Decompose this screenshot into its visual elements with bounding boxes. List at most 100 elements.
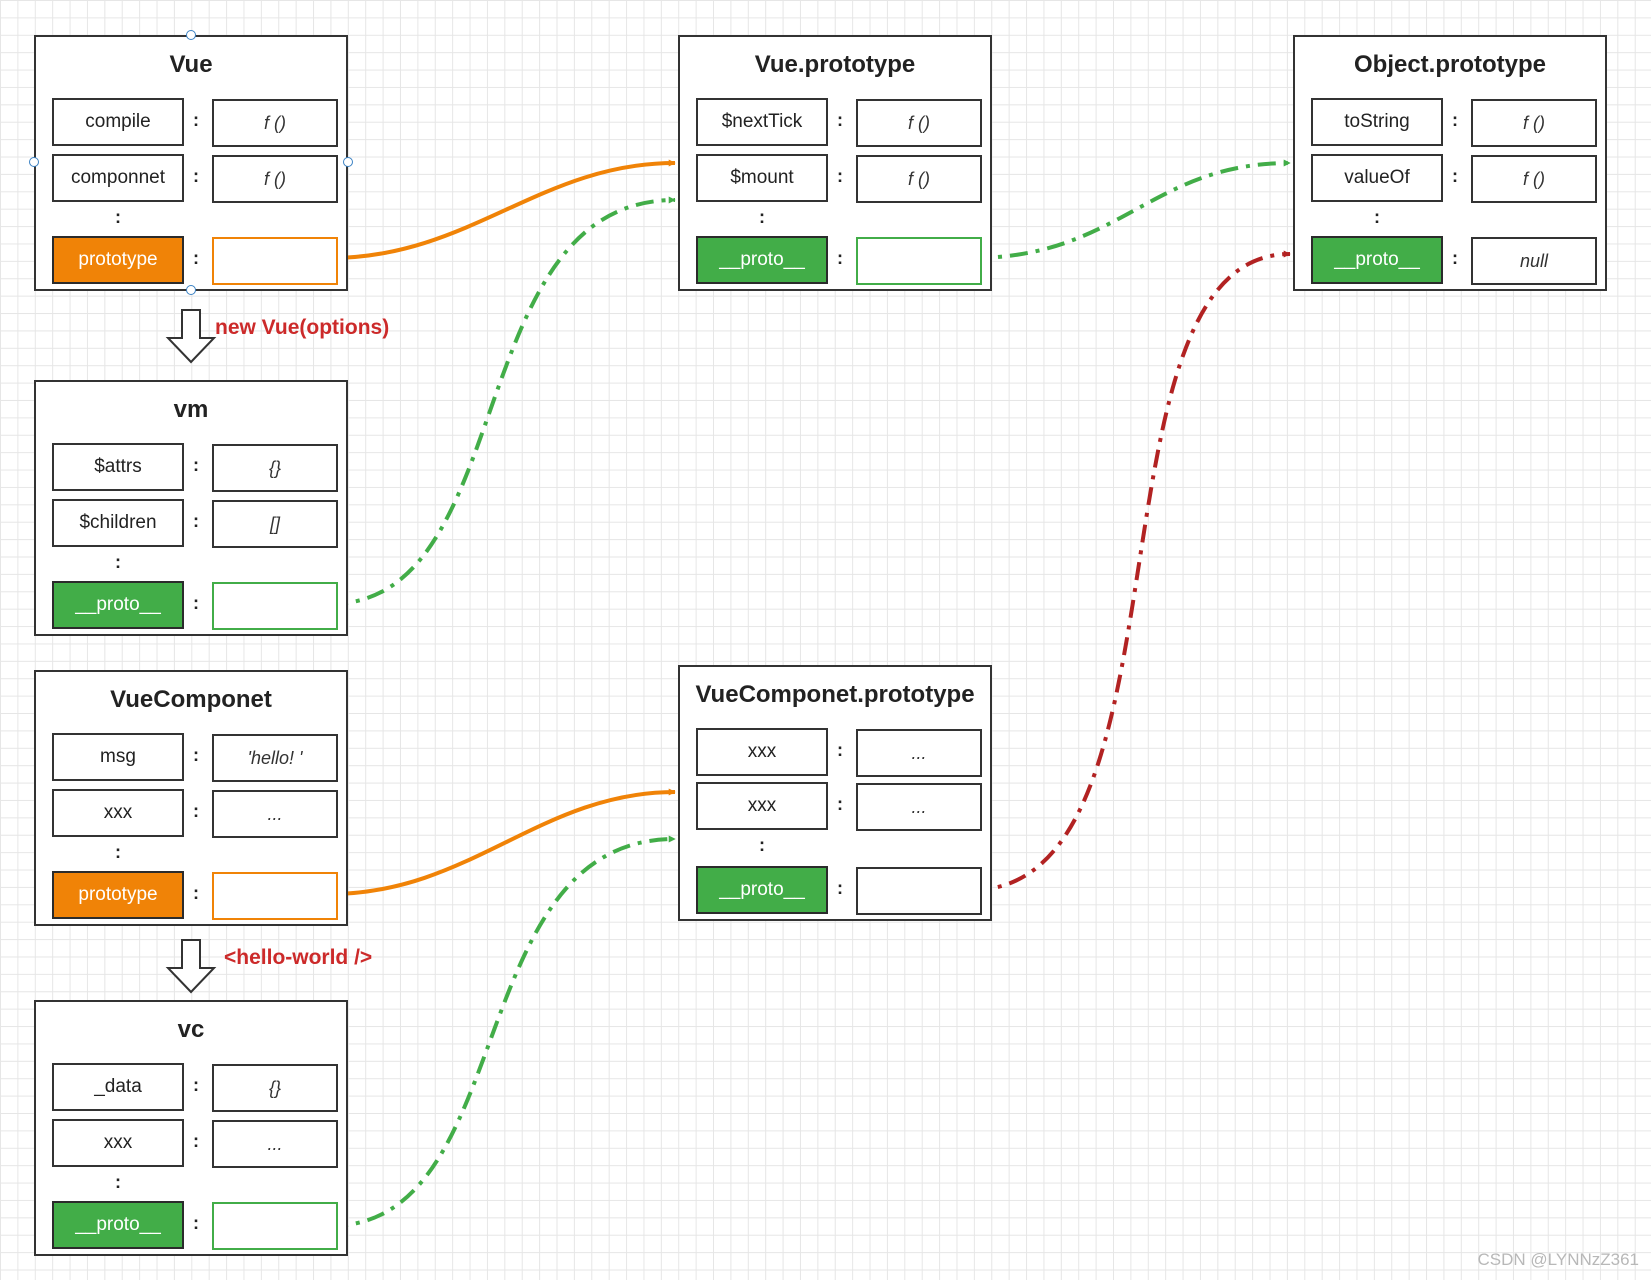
colon: : (837, 247, 843, 268)
arrow-vuecomponet-prototype-link (329, 788, 676, 896)
prototype-value[interactable] (212, 872, 338, 920)
property-value[interactable]: f () (856, 99, 982, 147)
arrow-vm-proto-link (329, 196, 676, 606)
property-value[interactable]: 'hello! ' (212, 734, 338, 782)
arrow-vc-proto-link (329, 835, 676, 1228)
hello-world-label: <hello-world /> (224, 946, 373, 969)
colon: : (193, 800, 199, 821)
colon: : (193, 109, 199, 130)
proto-key[interactable]: __proto__ (696, 866, 828, 914)
object-vuecomponet[interactable]: VueComponet msg : 'hello! ' xxx : ... : … (34, 670, 348, 926)
selection-handle[interactable] (186, 285, 196, 295)
colon: : (193, 510, 199, 531)
colon: : (193, 454, 199, 475)
property-key[interactable]: $children (52, 499, 184, 547)
property-key[interactable]: toString (1311, 98, 1443, 146)
property-key[interactable]: xxx (696, 782, 828, 830)
colon: : (1452, 109, 1458, 130)
property-key[interactable]: xxx (52, 1119, 184, 1167)
more-properties-marker: : (115, 1172, 121, 1192)
property-key[interactable]: compile (52, 98, 184, 146)
object-title: vc (177, 1016, 205, 1043)
property-key[interactable]: $mount (696, 154, 828, 202)
object-vue[interactable]: Vue compile : f () componnet : f () : pr… (34, 35, 348, 291)
colon: : (1452, 165, 1458, 186)
colon: : (837, 165, 843, 186)
object-vc[interactable]: vc _data : {} xxx : ... : __proto__ : (34, 1000, 348, 1256)
property-value[interactable]: ... (856, 729, 982, 777)
new-vue-label: new Vue(options) (215, 316, 390, 339)
property-value[interactable]: {} (212, 1064, 338, 1112)
property-value[interactable]: {} (212, 444, 338, 492)
watermark: CSDN @LYNNzZ361 (1477, 1250, 1639, 1269)
proto-value[interactable] (212, 1202, 338, 1250)
property-value[interactable]: f () (212, 155, 338, 203)
arrow-vue-prototype-link (329, 159, 676, 260)
proto-key[interactable]: __proto__ (1311, 236, 1443, 284)
object-vue-prototype[interactable]: Vue.prototype $nextTick : f () $mount : … (678, 35, 992, 291)
property-key[interactable]: _data (52, 1063, 184, 1111)
object-vm[interactable]: vm $attrs : {} $children : [] : __proto_… (34, 380, 348, 636)
more-properties-marker: : (115, 842, 121, 862)
proto-key[interactable]: __proto__ (52, 1201, 184, 1249)
colon: : (193, 247, 199, 268)
property-key[interactable]: msg (52, 733, 184, 781)
object-title: Vue.prototype (754, 51, 916, 78)
more-properties-marker: : (759, 207, 765, 227)
object-object-prototype[interactable]: Object.prototype toString : f () valueOf… (1293, 35, 1607, 291)
property-value[interactable]: f () (1471, 99, 1597, 147)
object-title: Vue (169, 51, 213, 78)
property-key[interactable]: xxx (52, 789, 184, 837)
more-properties-marker: : (1374, 207, 1380, 227)
selection-handle[interactable] (186, 30, 196, 40)
proto-key[interactable]: __proto__ (696, 236, 828, 284)
more-properties-marker: : (115, 552, 121, 572)
property-key[interactable]: xxx (696, 728, 828, 776)
proto-key[interactable]: __proto__ (52, 581, 184, 629)
property-key[interactable]: $nextTick (696, 98, 828, 146)
arrow-vue-prototype-proto-link (971, 159, 1291, 260)
colon: : (1452, 247, 1458, 268)
selection-handle[interactable] (343, 157, 353, 167)
down-arrow-icon (165, 939, 217, 994)
colon: : (193, 165, 199, 186)
proto-value[interactable]: null (1471, 237, 1597, 285)
property-value[interactable]: [] (212, 500, 338, 548)
object-title: VueComponet (110, 686, 272, 713)
proto-value[interactable] (856, 867, 982, 915)
property-key[interactable]: valueOf (1311, 154, 1443, 202)
arrow-vuecomponet-prototype-proto-link (971, 250, 1291, 892)
object-title: Object.prototype (1353, 51, 1546, 78)
colon: : (193, 1212, 199, 1233)
colon: : (193, 882, 199, 903)
more-properties-marker: : (115, 207, 121, 227)
prototype-key[interactable]: prototype (52, 871, 184, 919)
selection-handle[interactable] (29, 157, 39, 167)
prototype-key[interactable]: prototype (52, 236, 184, 284)
property-value[interactable]: ... (212, 1120, 338, 1168)
property-key[interactable]: $attrs (52, 443, 184, 491)
colon: : (837, 109, 843, 130)
proto-value[interactable] (856, 237, 982, 285)
colon: : (193, 1130, 199, 1151)
object-title: vm (173, 396, 209, 423)
property-value[interactable]: ... (212, 790, 338, 838)
colon: : (837, 793, 843, 814)
more-properties-marker: : (759, 835, 765, 855)
property-value[interactable]: f () (212, 99, 338, 147)
property-value[interactable]: f () (1471, 155, 1597, 203)
colon: : (837, 877, 843, 898)
proto-value[interactable] (212, 582, 338, 630)
colon: : (193, 592, 199, 613)
object-vuecomponet-prototype[interactable]: VueComponet.prototype xxx : ... xxx : ..… (678, 665, 992, 921)
colon: : (193, 1074, 199, 1095)
property-value[interactable]: ... (856, 783, 982, 831)
property-key[interactable]: componnet (52, 154, 184, 202)
colon: : (193, 744, 199, 765)
object-title: VueComponet.prototype (695, 681, 975, 708)
colon: : (837, 739, 843, 760)
down-arrow-icon (165, 309, 217, 364)
property-value[interactable]: f () (856, 155, 982, 203)
prototype-value[interactable] (212, 237, 338, 285)
